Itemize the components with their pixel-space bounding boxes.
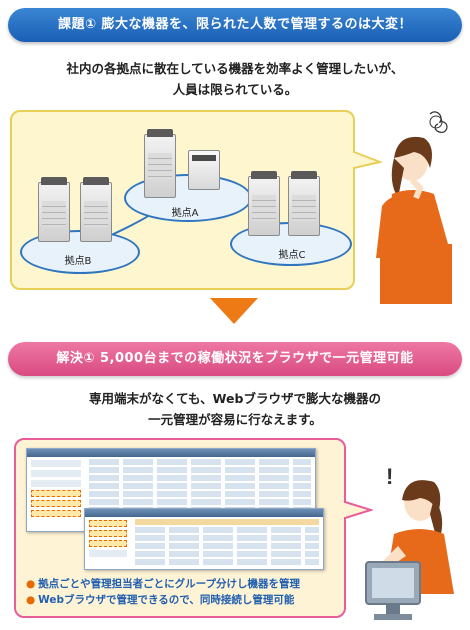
feature-item: Webブラウザで管理できるので、同時接続し管理可能 [26,592,300,608]
solution-lead-line1: 専用端末がなくても、Webブラウザで膨大な機器の [89,391,381,406]
solution-lead-line2: 一元管理が容易に行なえます。 [148,412,322,427]
browser-screenshots [26,448,331,570]
problem-panel: 拠点A 拠点B 拠点C [10,110,355,290]
bubble-tail [343,500,373,520]
bubble-tail [352,150,382,170]
arrow-down-icon [210,298,258,324]
woman-at-monitor-illustration: ! [365,464,454,620]
solution-banner: 解決① 5,000台までの稼働状況をブラウザで一元管理可能 [8,342,462,376]
group-tree [27,457,85,523]
feature-item: 拠点ごとや管理担当者ごとにグループ分けし機器を管理 [26,576,300,592]
worried-woman-illustration [376,111,452,304]
problem-banner: 課題① 膨大な機器を、限られた人数で管理するのは大変！ [8,8,462,42]
solution-lead: 専用端末がなくても、Webブラウザで膨大な機器の 一元管理が容易に行なえます。 [0,388,470,430]
copier-icon [144,129,176,198]
site-b-label: 拠点B [64,256,92,267]
device-list [131,517,323,567]
site-a-label: 拠点A [171,208,199,219]
problem-lead: 社内の各拠点に散在している機器を効率よく管理したいが、 人員は限られている。 [0,58,470,100]
site-c-label: 拠点C [278,250,306,261]
copier-icon [248,171,280,236]
browser-window-front [84,508,324,570]
copier-icon [288,171,320,236]
svg-text:!: ! [386,464,393,489]
copier-icon [80,177,112,242]
copier-icon [38,177,70,242]
feature-list: 拠点ごとや管理担当者ごとにグループ分けし機器を管理 Webブラウザで管理できるの… [26,576,300,608]
printer-icon [188,150,220,190]
group-tree [85,517,131,567]
problem-lead-line2: 人員は限られている。 [172,82,298,97]
problem-lead-line1: 社内の各拠点に散在している機器を効率よく管理したいが、 [66,61,404,76]
